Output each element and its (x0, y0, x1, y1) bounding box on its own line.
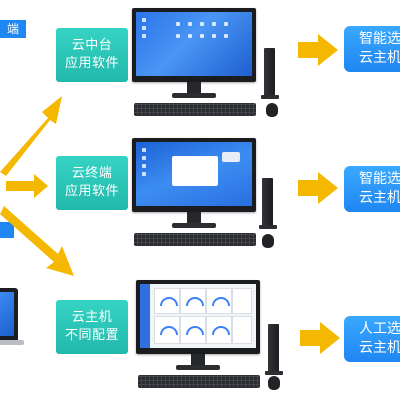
top-left-label-fragment: 端 (0, 20, 26, 38)
arrow-to-result-2 (298, 172, 338, 204)
keyboard-icon (134, 233, 256, 246)
mini-pc-tower-icon (268, 324, 279, 372)
laptop-base (0, 340, 24, 345)
monitor-stand (187, 82, 201, 94)
dashboard-sidebar (140, 284, 150, 348)
monitor-stand (191, 354, 205, 366)
dashboard-tile (232, 316, 252, 344)
dashboard-tile (232, 288, 252, 314)
keyboard-icon (134, 103, 256, 116)
desktop-app-icon (200, 22, 204, 26)
monitor-icon (132, 8, 256, 82)
desktop-app-icon (142, 26, 146, 30)
monitor-stand (187, 212, 201, 224)
desktop-app-icon (142, 18, 146, 22)
arrow-to-result-3 (300, 322, 340, 354)
desktop-app-icon (142, 164, 146, 168)
mini-pc-tower-icon (264, 48, 275, 96)
left-blue-strip (0, 222, 14, 238)
gauge-icon (160, 297, 178, 306)
monitor-base (176, 365, 220, 370)
desktop-screen (136, 142, 252, 206)
window-dialog (172, 156, 218, 186)
label-line1: 云终端 (71, 166, 113, 181)
arrow-up-right (0, 96, 62, 176)
result-box-smart-select-1: 智能选 云主机 (344, 26, 400, 72)
arrow-to-result-1 (298, 34, 338, 66)
dashboard-tile (154, 288, 180, 314)
dashboard-tile (154, 316, 180, 344)
mini-pc-tower-icon (262, 178, 273, 226)
monitor-icon (136, 280, 260, 354)
window-panel (222, 152, 240, 162)
gauge-icon (212, 326, 230, 335)
gauge-icon (186, 326, 204, 335)
result-box-smart-select-2: 智能选 云主机 (344, 166, 400, 212)
desktop-app-icon (176, 22, 180, 26)
desktop-app-icon (188, 34, 192, 38)
desktop-app-icon (142, 156, 146, 160)
top-left-fragment-text: 端 (6, 22, 19, 36)
mouse-icon (268, 376, 280, 390)
desktop-app-icon (142, 34, 146, 38)
result-line2: 云主机 (359, 340, 400, 356)
result-line1: 智能选 (359, 171, 400, 187)
dashboard-tile (206, 288, 232, 314)
label-line2: 应用软件 (64, 184, 119, 199)
gauge-icon (160, 326, 178, 335)
monitor-base (172, 93, 216, 98)
monitor-icon (132, 138, 256, 212)
label-box-cloud-terminal: 云终端 应用软件 (56, 156, 128, 210)
desktop-screen (136, 12, 252, 76)
label-line2: 应用软件 (64, 56, 119, 71)
desktop-app-icon (142, 172, 146, 176)
desktop-app-icon (200, 34, 204, 38)
laptop-screen (0, 292, 14, 336)
tower-base (259, 225, 277, 229)
label-line2: 不同配置 (64, 328, 119, 343)
dashboard-tile (180, 288, 206, 314)
desktop-app-icon (224, 22, 228, 26)
result-line2: 云主机 (359, 190, 400, 206)
mouse-icon (266, 103, 278, 117)
label-line1: 云主机 (71, 310, 113, 325)
dashboard-screen (140, 284, 256, 348)
arrow-down-right (0, 206, 74, 276)
desktop-app-icon (212, 34, 216, 38)
arrow-right-middle (6, 174, 48, 198)
result-line1: 智能选 (359, 31, 400, 47)
tower-base (261, 95, 279, 99)
desktop-app-icon (142, 148, 146, 152)
result-box-manual-select: 人工选 云主机 (344, 316, 400, 362)
gauge-icon (186, 297, 204, 306)
mouse-icon (262, 234, 274, 248)
label-box-cloud-host-config: 云主机 不同配置 (56, 300, 128, 354)
label-box-cloud-platform: 云中台 应用软件 (56, 28, 128, 82)
dashboard-tile (180, 316, 206, 344)
result-line1: 人工选 (359, 321, 400, 337)
monitor-base (172, 223, 216, 228)
tower-base (265, 371, 283, 375)
desktop-app-icon (188, 22, 192, 26)
label-line1: 云中台 (71, 38, 113, 53)
result-line2: 云主机 (359, 50, 400, 66)
desktop-app-icon (212, 22, 216, 26)
gauge-icon (212, 297, 230, 306)
desktop-app-icon (176, 34, 180, 38)
dashboard-tile (206, 316, 232, 344)
keyboard-icon (138, 375, 260, 388)
desktop-app-icon (224, 34, 228, 38)
